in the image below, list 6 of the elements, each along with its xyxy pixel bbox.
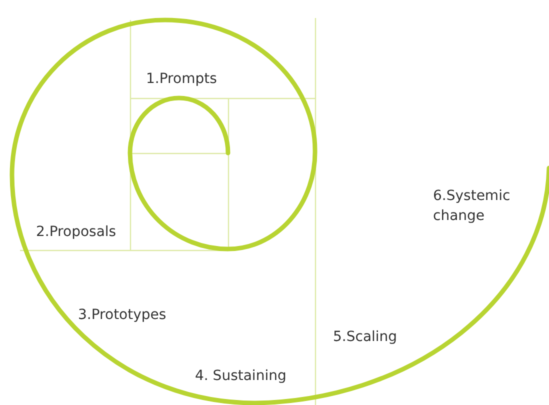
stage-label: 4. Sustaining xyxy=(195,367,286,386)
stage-label: 5.Scaling xyxy=(333,328,398,347)
stage-label: 3.Prototypes xyxy=(78,306,166,325)
stage-label: 1.Prompts xyxy=(146,70,217,89)
stage-label: 2.Proposals xyxy=(36,223,116,242)
stage-label: 6.Systemic change xyxy=(433,187,512,226)
